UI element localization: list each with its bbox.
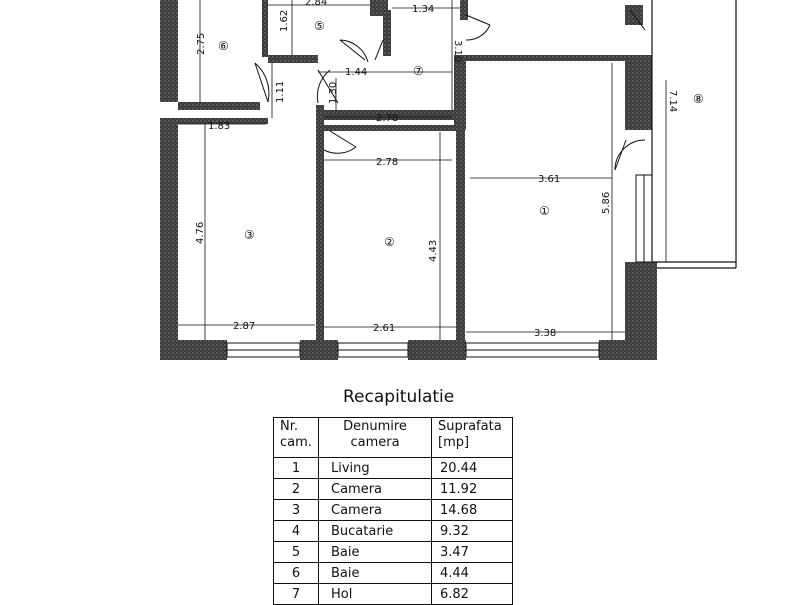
recap-title: Recapitulatie: [343, 387, 455, 407]
dimension-label: 1.62: [279, 10, 290, 32]
cell-area: 4.44: [431, 562, 513, 584]
room-number-1: ①: [539, 204, 550, 218]
table-row: 3 Camera 14.68: [273, 499, 513, 521]
dimension-label: 7.14: [667, 90, 678, 112]
dimension-label: 2.87: [233, 321, 255, 332]
cell-nr: 4: [273, 520, 319, 542]
dimension-lines: [178, 0, 667, 340]
table-row: 2 Camera 11.92: [273, 478, 513, 500]
dimension-label: 5.86: [601, 192, 612, 214]
table-row: 5 Baie 3.47: [273, 541, 513, 563]
dimension-label: 2.75: [196, 33, 207, 55]
table-header-row: Nr. cam. Denumire camera Suprafata [mp]: [273, 417, 513, 458]
cell-area: 6.82: [431, 583, 513, 605]
dimension-label: 3.38: [534, 328, 556, 339]
dimension-label: 2.61: [373, 323, 395, 334]
dimension-label: 1.11: [275, 81, 286, 103]
dimension-label: 1.44: [345, 67, 367, 78]
cell-name: Camera: [318, 478, 432, 500]
column-header-area: Suprafata [mp]: [431, 417, 513, 458]
cell-nr: 1: [273, 457, 319, 479]
cell-area: 14.68: [431, 499, 513, 521]
exterior-walls: [160, 0, 657, 360]
cell-nr: 2: [273, 478, 319, 500]
dimension-label: 4.76: [195, 222, 206, 244]
dimension-labels: 2.84 1.34 1.62 2.75 3.10 1.44 1.11 1.30 …: [195, 0, 678, 339]
dimension-label: 3.61: [538, 174, 560, 185]
room-number-5: ⑤: [314, 19, 325, 33]
room-number-3: ③: [244, 228, 255, 242]
room-number-8: ⑧: [693, 92, 704, 106]
cell-area: 11.92: [431, 478, 513, 500]
balcony: [651, 0, 737, 269]
dimension-label: 2.78: [376, 113, 398, 124]
table-row: 7 Hol 6.82: [273, 583, 513, 605]
room-number-6: ⑥: [218, 39, 229, 53]
cell-area: 9.32: [431, 520, 513, 542]
windows: [226, 174, 653, 358]
doors: [254, 9, 646, 171]
dimension-label: 3.10: [452, 40, 463, 62]
cell-name: Baie: [318, 562, 432, 584]
room-number-2: ②: [384, 235, 395, 249]
table-row: 6 Baie 4.44: [273, 562, 513, 584]
table-row: 4 Bucatarie 9.32: [273, 520, 513, 542]
dimension-label: 1.30: [328, 82, 339, 104]
cell-name: Bucatarie: [318, 520, 432, 542]
cell-nr: 3: [273, 499, 319, 521]
floor-plan: ① ② ③ ⑤ ⑥ ⑦ ⑧ 2.84 1.34 1.62 2.75 3.10 1…: [160, 0, 737, 360]
cell-name: Camera: [318, 499, 432, 521]
dimension-label: 2.84: [305, 0, 327, 8]
dimension-label: 4.43: [428, 240, 439, 262]
interior-walls: [178, 0, 626, 340]
column-header-name: Denumire camera: [318, 417, 432, 458]
recap-table: Nr. cam. Denumire camera Suprafata [mp] …: [273, 417, 513, 605]
dimension-label: 1.34: [412, 4, 434, 15]
dimension-label: 2.78: [376, 157, 398, 168]
cell-name: Hol: [318, 583, 432, 605]
room-number-7: ⑦: [413, 64, 424, 78]
cell-name: Living: [318, 457, 432, 479]
column-header-nr: Nr. cam.: [273, 417, 319, 458]
cell-name: Baie: [318, 541, 432, 563]
cell-area: 20.44: [431, 457, 513, 479]
cell-nr: 5: [273, 541, 319, 563]
cell-area: 3.47: [431, 541, 513, 563]
table-row: 1 Living 20.44: [273, 457, 513, 479]
cell-nr: 6: [273, 562, 319, 584]
room-numbers: ① ② ③ ⑤ ⑥ ⑦ ⑧: [218, 19, 704, 249]
dimension-label: 1.83: [208, 121, 230, 132]
cell-nr: 7: [273, 583, 319, 605]
